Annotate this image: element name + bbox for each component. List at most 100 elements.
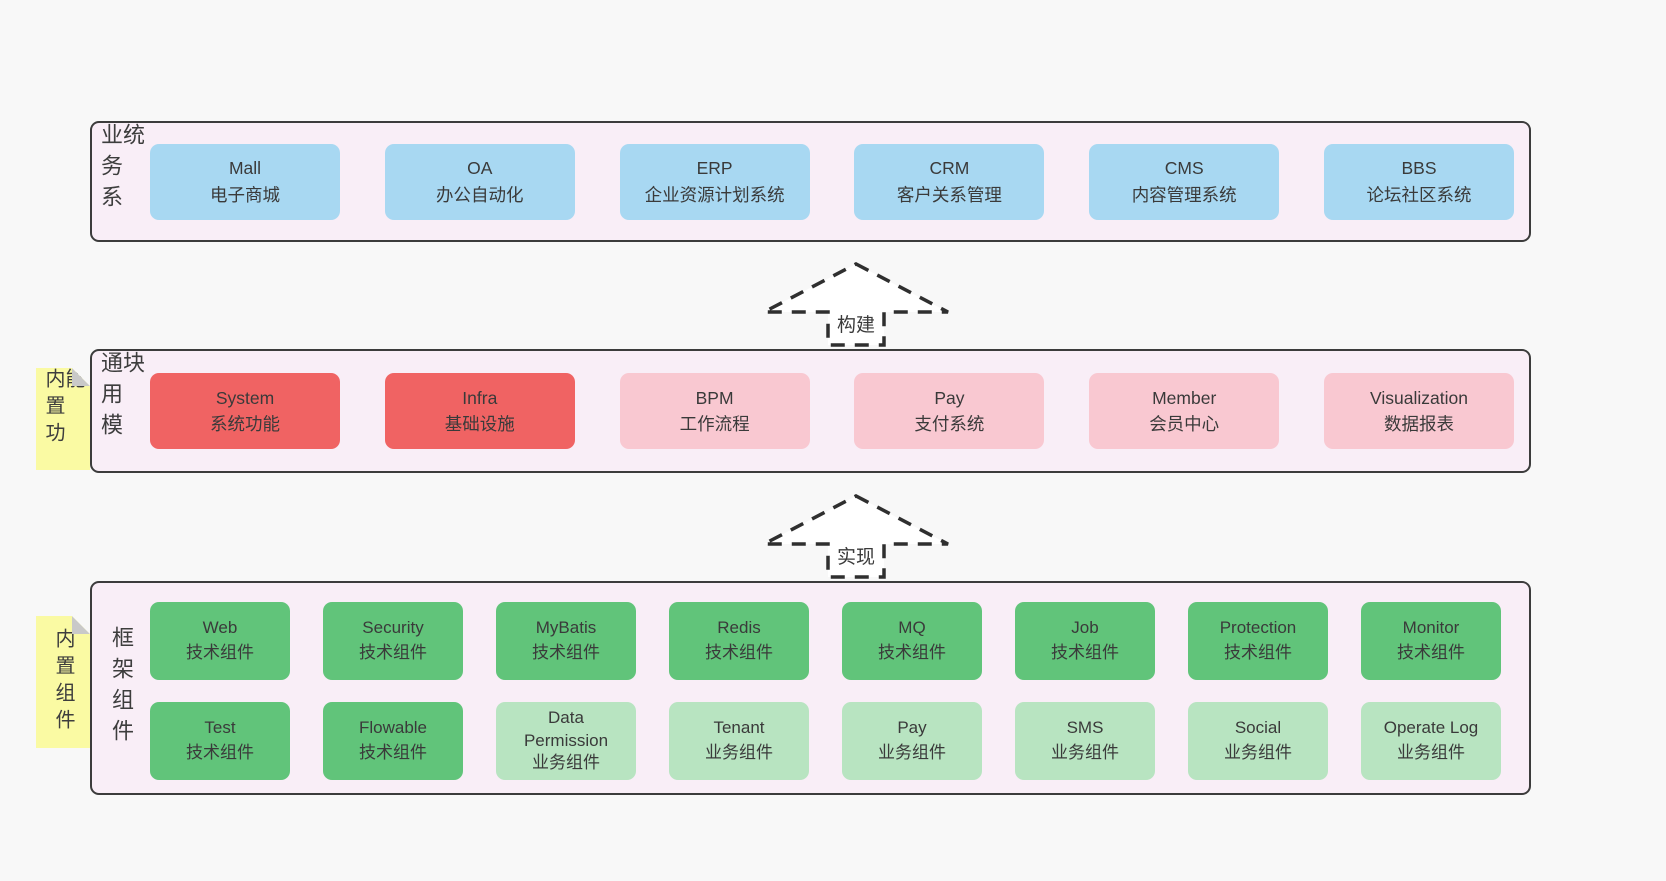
box-title: Test bbox=[204, 718, 236, 738]
business-systems-label: 业务系统 bbox=[98, 123, 145, 216]
build-arrow-label: 构建 bbox=[834, 310, 878, 337]
business-systems-panel: 业务系统 Mall 电子商城 OA 办公自动化 ERP 企业资源计划系统 CRM… bbox=[90, 121, 1531, 242]
business-systems-row: Mall 电子商城 OA 办公自动化 ERP 企业资源计划系统 CRM 客户关系… bbox=[150, 123, 1514, 240]
system-box-crm: CRM 客户关系管理 bbox=[854, 143, 1045, 220]
box-subtitle: 电子商城 bbox=[210, 184, 280, 205]
box-title: Member bbox=[1152, 387, 1217, 408]
framework-components-grid: Web 技术组件 Security 技术组件 MyBatis 技术组件 Redi… bbox=[150, 602, 1501, 780]
box-title: Redis bbox=[717, 618, 761, 638]
component-box-tenant: Tenant 业务组件 bbox=[669, 702, 809, 780]
box-subtitle: 业务组件 bbox=[1224, 743, 1292, 762]
component-box-security: Security 技术组件 bbox=[323, 602, 463, 680]
panel-label-column: 通用模块 bbox=[92, 351, 150, 471]
builtin-components-note-label: 内置组件 bbox=[52, 628, 74, 736]
box-subtitle: 技术组件 bbox=[186, 743, 254, 762]
box-subtitle: 工作流程 bbox=[679, 414, 750, 434]
component-box-sms: SMS 业务组件 bbox=[1015, 702, 1155, 780]
component-box-social: Social 业务组件 bbox=[1188, 702, 1328, 780]
box-title: CRM bbox=[929, 158, 970, 179]
panel-label-column: 业务系统 bbox=[92, 123, 150, 240]
box-subtitle: 技术组件 bbox=[359, 743, 427, 762]
box-subtitle: 业务组件 bbox=[1051, 743, 1119, 762]
module-box-system: System 系统功能 bbox=[150, 373, 340, 449]
box-subtitle: 业务组件 bbox=[878, 743, 946, 762]
box-subtitle: 客户关系管理 bbox=[896, 184, 1002, 205]
component-box-data-permission: Data Permission 业务组件 bbox=[496, 702, 636, 780]
box-title: Data Permission bbox=[523, 708, 609, 750]
module-box-infra: Infra 基础设施 bbox=[384, 373, 575, 449]
box-subtitle: 业务组件 bbox=[532, 752, 600, 772]
component-box-flowable: Flowable 技术组件 bbox=[323, 702, 463, 780]
box-subtitle: 技术组件 bbox=[1397, 643, 1465, 662]
box-subtitle: 企业资源计划系统 bbox=[644, 184, 785, 205]
framework-components-label: 框架组件 bbox=[109, 626, 134, 750]
box-subtitle: 数据报表 bbox=[1383, 414, 1454, 434]
box-title: Visualization bbox=[1370, 387, 1468, 408]
box-subtitle: 业务组件 bbox=[705, 743, 773, 762]
builtin-features-note: 内置功能 bbox=[36, 368, 90, 470]
box-subtitle: 业务组件 bbox=[1397, 743, 1465, 762]
box-title: Infra bbox=[462, 387, 498, 408]
box-title: Pay bbox=[897, 718, 927, 738]
component-box-protection: Protection 技术组件 bbox=[1188, 602, 1328, 680]
box-subtitle: 论坛社区系统 bbox=[1366, 184, 1472, 205]
box-subtitle: 内容管理系统 bbox=[1131, 184, 1237, 205]
common-modules-row: System 系统功能 Infra 基础设施 BPM 工作流程 Pay 支付系统… bbox=[150, 351, 1514, 471]
box-title: ERP bbox=[696, 158, 733, 179]
box-title: MQ bbox=[898, 618, 926, 638]
component-box-pay: Pay 业务组件 bbox=[842, 702, 982, 780]
box-subtitle: 办公自动化 bbox=[436, 184, 524, 205]
panel-label-column: 框架组件 bbox=[92, 583, 150, 793]
box-subtitle: 基础设施 bbox=[444, 414, 515, 434]
module-box-member: Member 会员中心 bbox=[1089, 373, 1280, 449]
up-block-arrow-icon bbox=[763, 494, 949, 579]
up-block-arrow-icon bbox=[763, 262, 949, 347]
box-title: Mall bbox=[228, 158, 262, 179]
box-subtitle: 技术组件 bbox=[359, 643, 427, 662]
system-box-erp: ERP 企业资源计划系统 bbox=[619, 143, 810, 220]
system-box-oa: OA 办公自动化 bbox=[384, 143, 575, 220]
box-subtitle: 技术组件 bbox=[878, 643, 946, 662]
box-title: Monitor bbox=[1402, 618, 1460, 638]
box-title: Operate Log bbox=[1383, 718, 1479, 738]
implement-arrow: 实现 bbox=[756, 488, 956, 580]
component-box-mq: MQ 技术组件 bbox=[842, 602, 982, 680]
box-title: Web bbox=[202, 618, 238, 638]
box-title: Social bbox=[1234, 718, 1282, 738]
module-box-pay: Pay 支付系统 bbox=[854, 373, 1045, 449]
box-subtitle: 技术组件 bbox=[532, 643, 600, 662]
builtin-features-note-label: 内置功能 bbox=[42, 368, 84, 449]
box-subtitle: 系统功能 bbox=[210, 414, 280, 434]
component-box-redis: Redis 技术组件 bbox=[669, 602, 809, 680]
box-subtitle: 技术组件 bbox=[1224, 643, 1292, 662]
component-box-job: Job 技术组件 bbox=[1015, 602, 1155, 680]
box-subtitle: 技术组件 bbox=[705, 643, 773, 662]
box-title: System bbox=[215, 387, 275, 408]
component-box-monitor: Monitor 技术组件 bbox=[1361, 602, 1501, 680]
box-subtitle: 会员中心 bbox=[1149, 414, 1220, 434]
box-title: BBS bbox=[1401, 158, 1437, 179]
box-subtitle: 支付系统 bbox=[914, 414, 985, 434]
box-title: OA bbox=[467, 158, 493, 179]
box-title: Flowable bbox=[358, 718, 428, 738]
box-title: Tenant bbox=[713, 718, 765, 738]
system-box-cms: CMS 内容管理系统 bbox=[1089, 143, 1280, 220]
framework-components-panel: 框架组件 Web 技术组件 Security 技术组件 MyBatis 技术组件… bbox=[90, 581, 1531, 795]
module-box-bpm: BPM 工作流程 bbox=[619, 373, 810, 449]
box-title: Security bbox=[362, 618, 424, 638]
box-subtitle: 技术组件 bbox=[1051, 643, 1119, 662]
box-title: Pay bbox=[934, 387, 965, 408]
box-title: BPM bbox=[695, 387, 734, 408]
builtin-components-note: 内置组件 bbox=[36, 616, 90, 748]
system-box-mall: Mall 电子商城 bbox=[150, 143, 340, 220]
component-box-operate-log: Operate Log 业务组件 bbox=[1361, 702, 1501, 780]
component-box-mybatis: MyBatis 技术组件 bbox=[496, 602, 636, 680]
box-title: MyBatis bbox=[535, 618, 597, 638]
module-box-visualization: Visualization 数据报表 bbox=[1323, 373, 1514, 449]
box-title: Job bbox=[1071, 618, 1099, 638]
box-title: CMS bbox=[1164, 158, 1204, 179]
box-title: SMS bbox=[1066, 718, 1104, 738]
common-modules-panel: 通用模块 System 系统功能 Infra 基础设施 BPM 工作流程 Pay… bbox=[90, 349, 1531, 473]
implement-arrow-label: 实现 bbox=[834, 542, 878, 569]
